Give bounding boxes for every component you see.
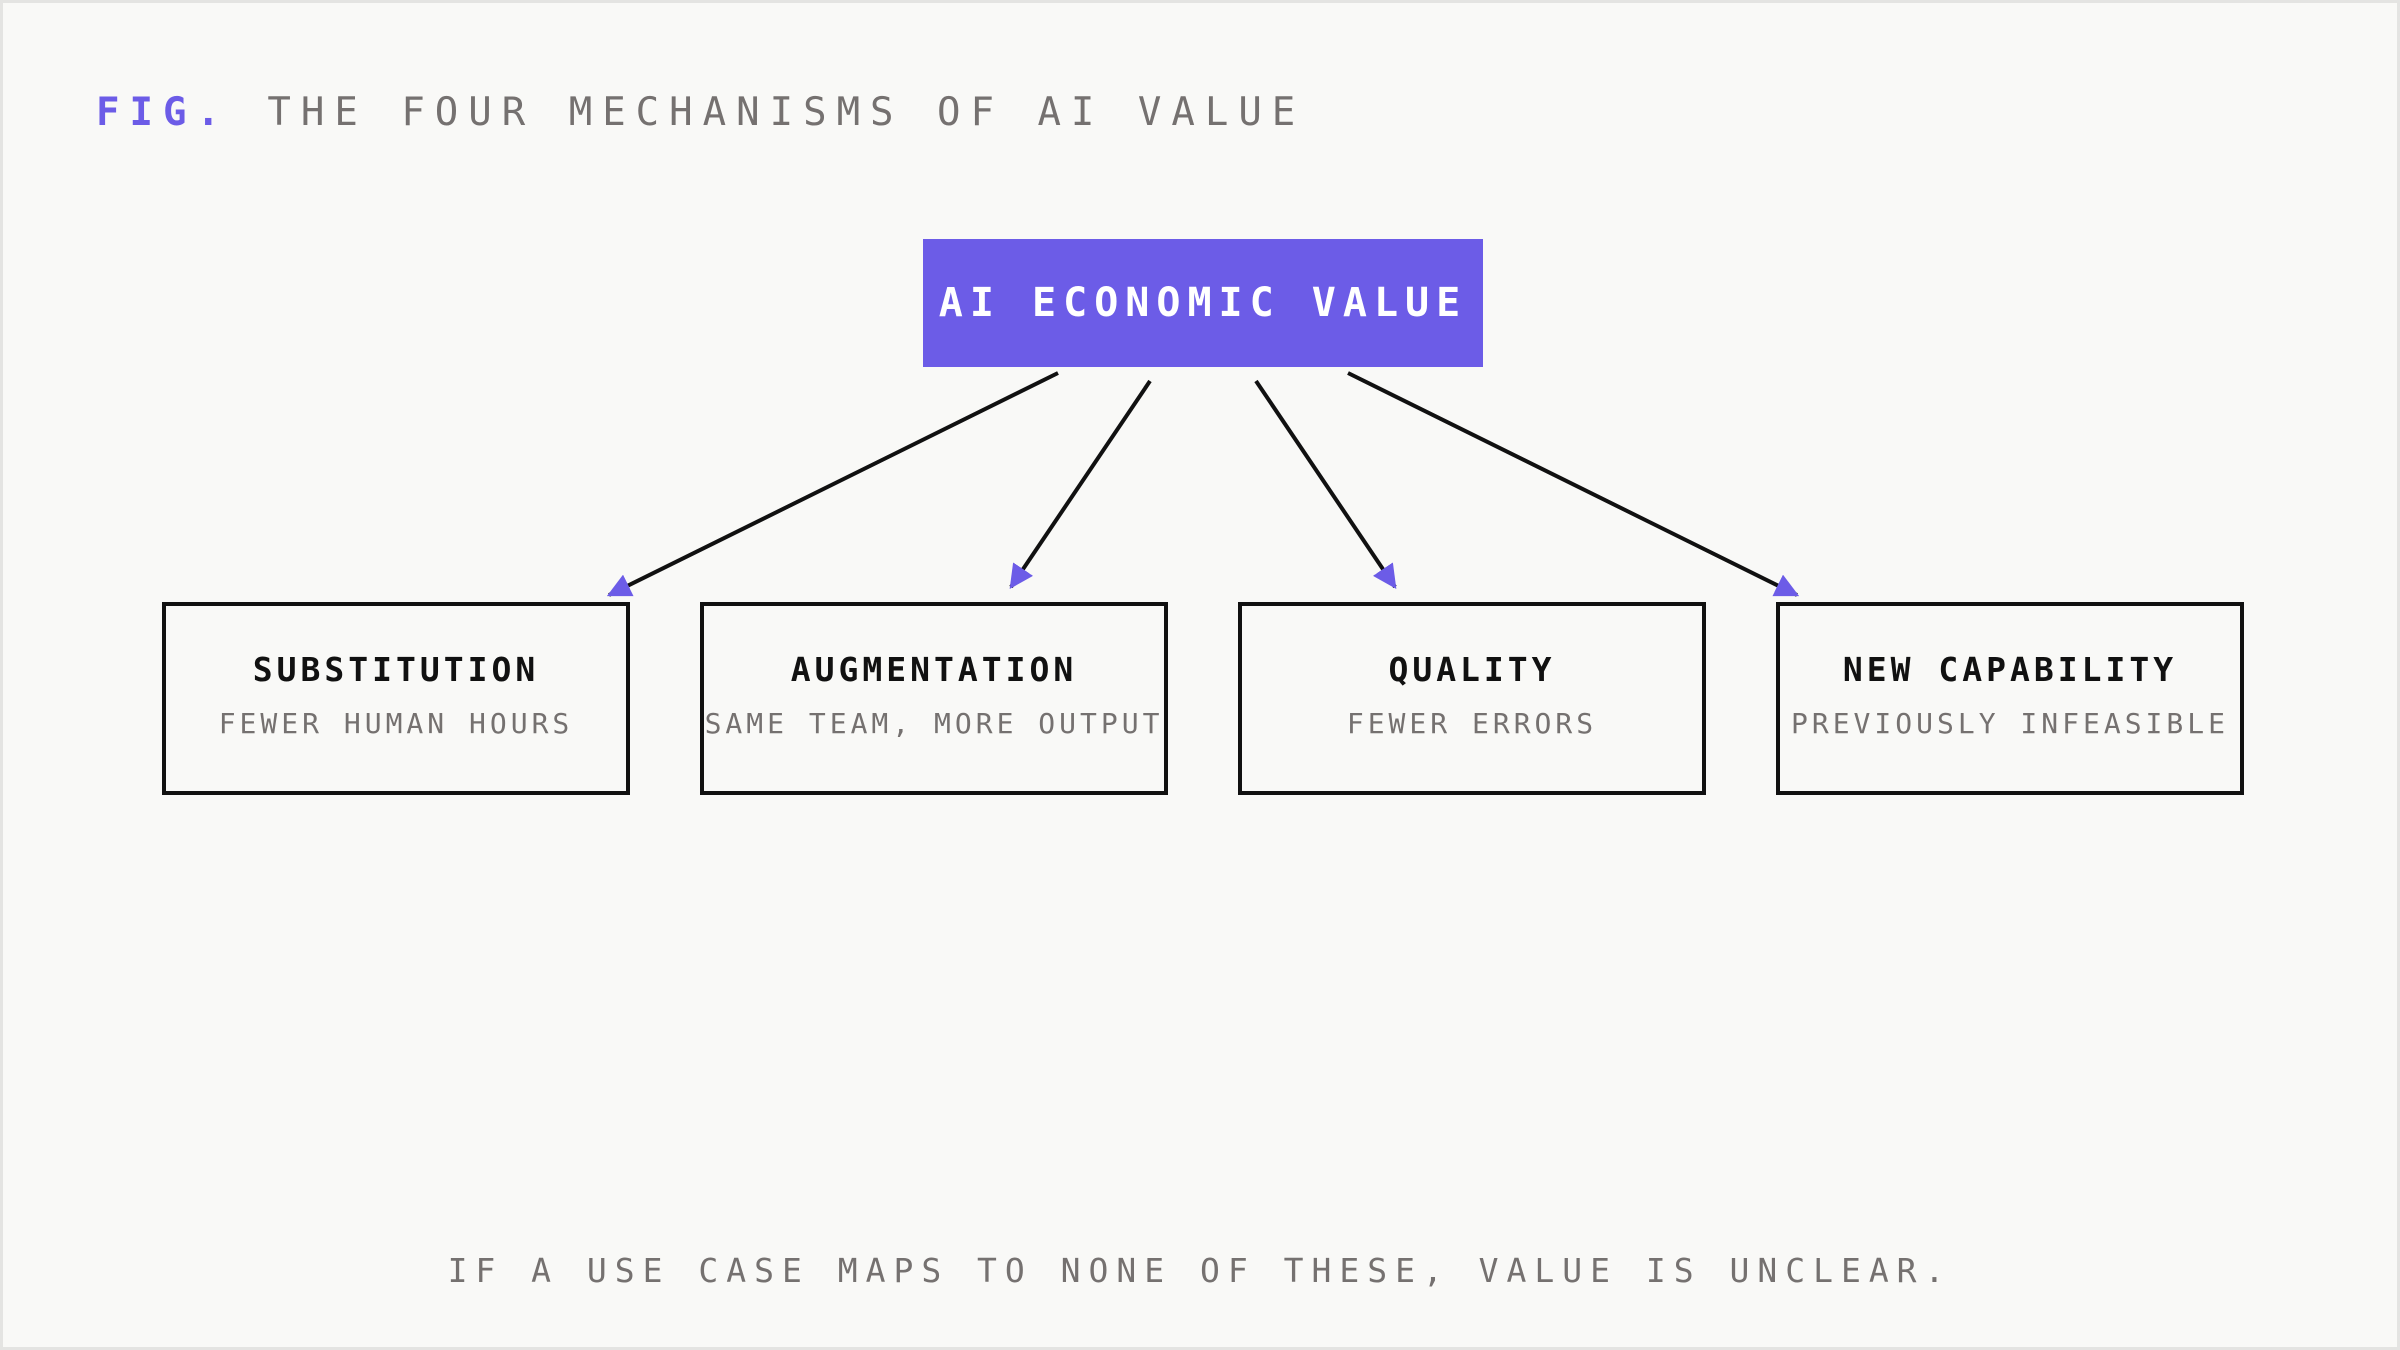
mechanism-description: SAME TEAM, MORE OUTPUT xyxy=(704,707,1164,740)
mechanism-name: SUBSTITUTION xyxy=(252,650,540,689)
mechanism-description: PREVIOUSLY INFEASIBLE xyxy=(1790,707,2229,740)
footnote: IF A USE CASE MAPS TO NONE OF THESE, VAL… xyxy=(447,1251,1953,1290)
figure-title-text: THE FOUR MECHANISMS OF AI VALUE xyxy=(267,90,1306,135)
mechanism-box-quality: QUALITY FEWER ERRORS xyxy=(1238,602,1706,795)
mechanism-box-new-capability: NEW CAPABILITY PREVIOUSLY INFEASIBLE xyxy=(1776,602,2244,795)
arrow-to-new-capability xyxy=(1347,371,1800,597)
mechanism-description: FEWER ERRORS xyxy=(1346,707,1598,740)
root-node: AI ECONOMIC VALUE xyxy=(923,239,1483,367)
arrow-to-quality xyxy=(1254,379,1397,589)
figure-title: FIG. THE FOUR MECHANISMS OF AI VALUE xyxy=(96,89,1305,137)
root-node-label: AI ECONOMIC VALUE xyxy=(938,280,1468,326)
mechanism-name: NEW CAPABILITY xyxy=(1842,650,2178,689)
mechanism-description: FEWER HUMAN HOURS xyxy=(218,707,574,740)
connector-arrows xyxy=(606,371,1800,597)
figure-prefix: FIG. xyxy=(96,90,230,135)
mechanism-name: QUALITY xyxy=(1388,650,1556,689)
mechanism-box-augmentation: AUGMENTATION SAME TEAM, MORE OUTPUT xyxy=(700,602,1168,795)
mechanism-name: AUGMENTATION xyxy=(790,650,1078,689)
mechanism-box-substitution: SUBSTITUTION FEWER HUMAN HOURS xyxy=(162,602,630,795)
arrow-to-substitution xyxy=(606,371,1059,597)
arrow-to-augmentation xyxy=(1009,379,1152,589)
